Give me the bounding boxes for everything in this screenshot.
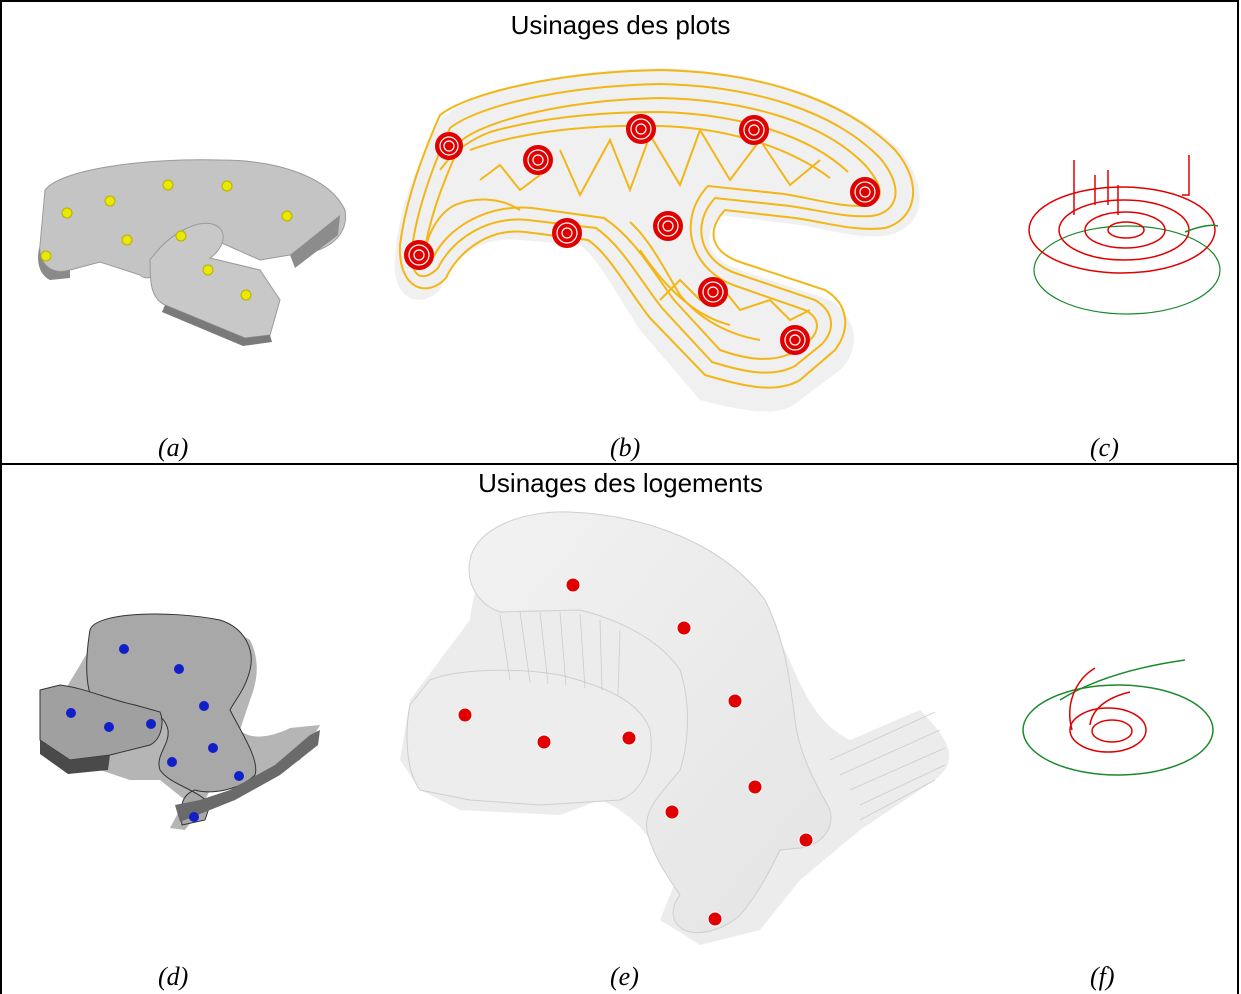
caption-f: (f) <box>1090 962 1115 991</box>
spiral-c-illustration <box>1028 155 1221 315</box>
caption-b: (b) <box>610 433 641 462</box>
caption-a: (a) <box>158 433 189 462</box>
top-section-title: Usinages des plots <box>510 10 731 40</box>
spiral-f-illustration <box>1022 659 1214 776</box>
toolpath-b-illustration <box>394 68 920 412</box>
bottom-panel-border <box>0 463 1239 994</box>
caption-c: (c) <box>1090 433 1119 462</box>
caption-e: (e) <box>610 962 639 991</box>
part-a-illustration <box>38 159 346 346</box>
bottom-section-title: Usinages des logements <box>478 468 763 498</box>
part-d-illustration <box>39 613 320 830</box>
caption-d: (d) <box>158 962 189 991</box>
part-e-illustration <box>400 511 950 945</box>
